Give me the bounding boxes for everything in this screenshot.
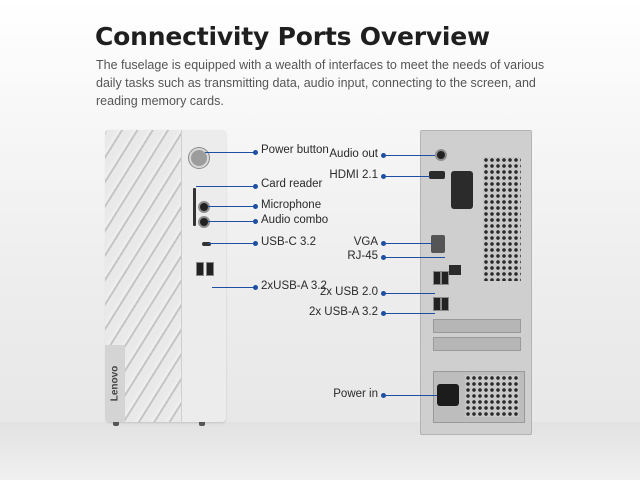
label-power-in: Power in [333,388,378,400]
leader-line [196,186,255,187]
leader-line [385,243,433,244]
usb-a-port-icon [206,262,214,276]
leader-dot [253,285,258,290]
leader-line [208,221,255,222]
ethernet-port-icon [449,265,461,275]
label-rj45: RJ-45 [347,250,378,262]
label-usb-a-rear: 2x USB-A 3.2 [308,306,378,318]
audio-jack-icon [198,201,210,213]
power-socket-icon [437,384,459,406]
leader-line [205,152,255,153]
leader-dot [253,204,258,209]
leader-line [385,395,437,396]
leader-dot [381,174,386,179]
page-title: Connectivity Ports Overview [95,22,490,51]
leader-dot [381,153,386,158]
leader-dot [381,291,386,296]
label-audio-out: Audio out [329,148,378,160]
usb-a-port-icon [441,271,449,285]
usb-a-port-icon [433,271,441,285]
rear-tower [420,130,532,435]
expansion-slot-cover [433,337,521,351]
usb-a-port-icon [196,262,204,276]
leader-dot [253,150,258,155]
front-tower: Lenovo [105,130,226,435]
leader-line [385,155,435,156]
leader-dot [381,311,386,316]
usb-a-port-icon [441,297,449,311]
label-power-button: Power button [261,144,329,156]
label-vga: VGA [353,236,378,248]
leader-dot [381,393,386,398]
leader-line [208,243,255,244]
label-audio-combo: Audio combo [261,214,329,226]
label-usb-a-front: 2xUSB-A 3.2 [261,280,327,292]
label-microphone: Microphone [261,199,322,211]
leader-dot [381,255,386,260]
psu-vent [465,375,519,417]
leader-dot [253,184,258,189]
leader-line [385,257,445,258]
leader-line [208,206,255,207]
card-slot-icon [193,188,196,226]
label-usb-c: USB-C 3.2 [261,236,316,248]
hdmi-port-icon [429,171,445,179]
tower-foot [199,422,205,426]
vga-port-icon [431,235,445,253]
audio-jack-icon [198,216,210,228]
leader-line [212,287,255,288]
leader-line [385,313,435,314]
front-io-panel [181,130,226,422]
leader-dot [253,241,258,246]
label-usb-2: 2x USB 2.0 [319,286,378,298]
usb-a-port-icon [433,297,441,311]
label-card-reader: Card reader [261,178,323,190]
brand-logo: Lenovo [109,365,121,402]
leader-line [385,293,435,294]
label-hdmi: HDMI 2.1 [329,169,378,181]
expansion-slot-cover [433,319,521,333]
power-button-icon [189,148,209,168]
rear-port-block [451,171,473,209]
leader-line [385,176,430,177]
logo-strip [105,345,125,422]
tower-foot [113,422,119,426]
page-description: The fuselage is equipped with a wealth o… [96,58,545,108]
rear-vent [483,157,521,281]
leader-dot [253,219,258,224]
audio-jack-icon [435,149,447,161]
leader-dot [381,241,386,246]
usb-c-port-icon [202,242,211,246]
floor-surface [0,422,640,480]
